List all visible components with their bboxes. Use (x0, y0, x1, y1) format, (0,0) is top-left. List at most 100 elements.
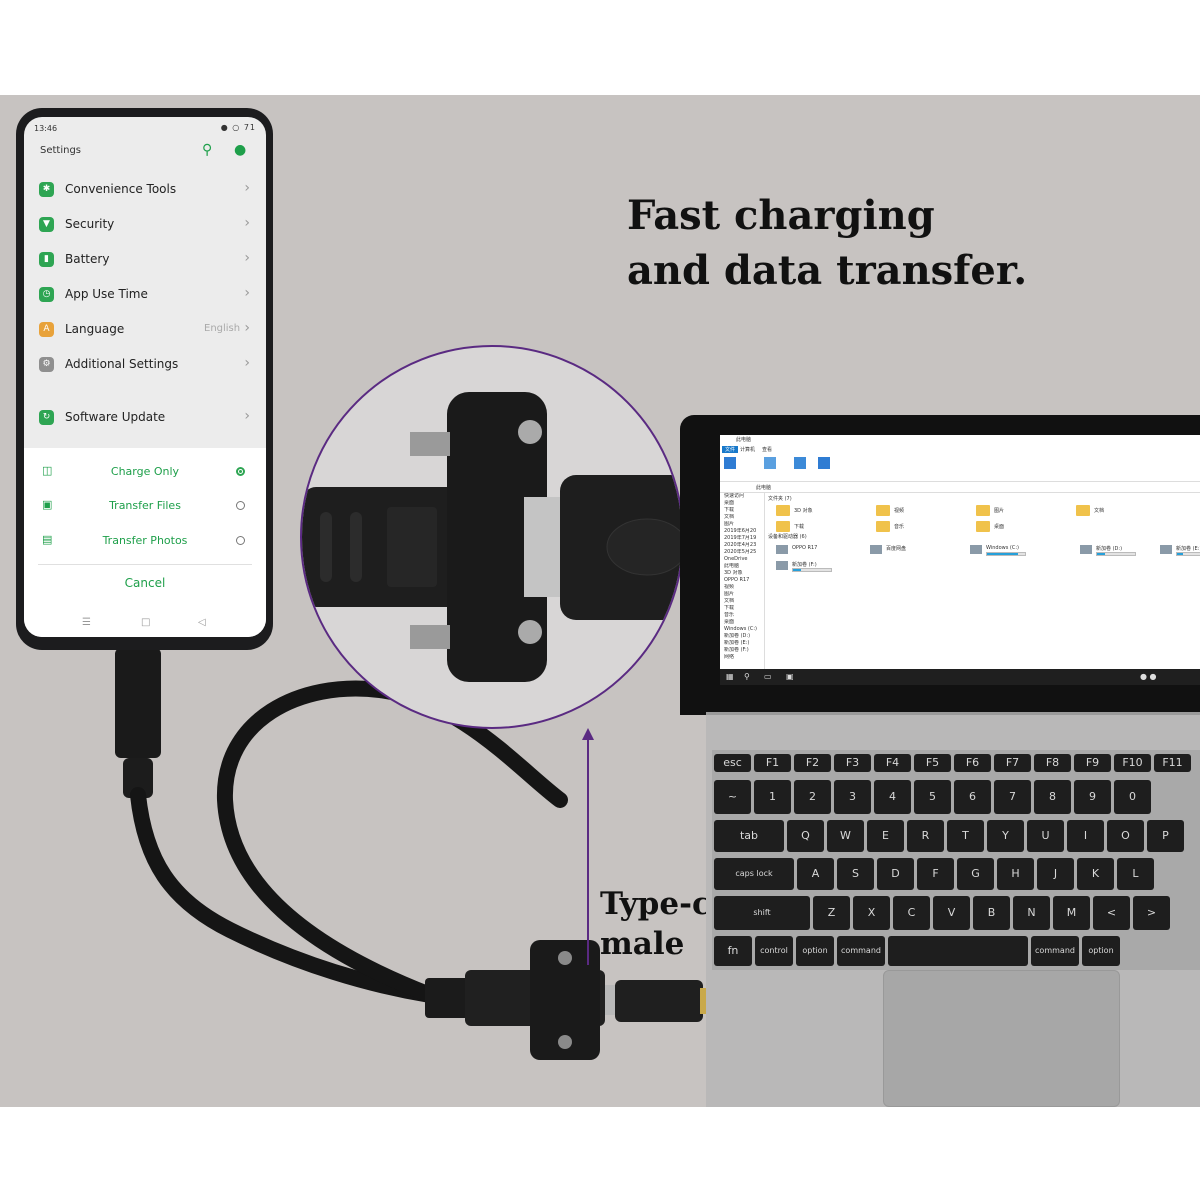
nav-pane-item[interactable]: 此电脑 (724, 563, 740, 569)
keyboard-key[interactable]: O (1107, 820, 1144, 852)
task-view-icon[interactable]: ▭ (764, 672, 772, 681)
keyboard-key[interactable]: < (1093, 896, 1130, 930)
nav-pane-item[interactable]: 网络 (724, 654, 735, 660)
menu-item-additional-settings[interactable]: ⚙ Additional Settings › (24, 348, 266, 382)
keyboard-key[interactable]: command (837, 936, 885, 966)
keyboard-key[interactable]: esc (714, 754, 751, 772)
keyboard-key[interactable]: option (796, 936, 834, 966)
keyboard-key[interactable]: I (1067, 820, 1104, 852)
folder-label[interactable]: 图片 (994, 508, 1005, 514)
folder-label[interactable]: 3D 对象 (794, 508, 813, 514)
keyboard-key[interactable]: L (1117, 858, 1154, 890)
network-location-icon[interactable] (794, 457, 806, 469)
folder-icon[interactable] (776, 505, 790, 516)
drive-icon[interactable] (970, 545, 982, 554)
keyboard-key[interactable]: 6 (954, 780, 991, 814)
drive-icon[interactable] (1080, 545, 1092, 554)
nav-pane-item[interactable]: OPPO R17 (724, 577, 750, 583)
nav-pane-item[interactable]: 桌面 (724, 500, 735, 506)
keyboard-key[interactable]: 2 (794, 780, 831, 814)
keyboard-key[interactable]: S (837, 858, 874, 890)
map-drive-icon[interactable] (764, 457, 776, 469)
drive-icon[interactable] (776, 545, 788, 554)
folder-icon[interactable] (876, 505, 890, 516)
back-nav-icon[interactable]: ◁ (198, 617, 206, 628)
keyboard-key[interactable]: shift (714, 896, 810, 930)
keyboard-key[interactable]: U (1027, 820, 1064, 852)
nav-pane-item[interactable]: 图片 (724, 591, 735, 597)
microphone-icon[interactable]: ● (234, 142, 247, 158)
keyboard-key[interactable]: 7 (994, 780, 1031, 814)
drive-label[interactable]: OPPO R17 (792, 545, 818, 551)
nav-pane-item[interactable]: 下载 (724, 507, 735, 513)
keyboard-key[interactable]: B (973, 896, 1010, 930)
keyboard-key[interactable]: ~ (714, 780, 751, 814)
keyboard-key[interactable]: 8 (1034, 780, 1071, 814)
trackpad[interactable] (883, 970, 1120, 1107)
nav-pane-item[interactable]: 音乐 (724, 612, 735, 618)
folder-icon[interactable] (1076, 505, 1090, 516)
folder-label[interactable]: 文档 (1094, 508, 1105, 514)
keyboard-key[interactable]: F1 (754, 754, 791, 772)
option-transfer-photos[interactable]: ▤ Transfer Photos (24, 525, 266, 559)
nav-pane-item[interactable]: 2020年4月23 (724, 542, 757, 548)
keyboard-key[interactable]: A (797, 858, 834, 890)
keyboard-key[interactable]: F4 (874, 754, 911, 772)
nav-pane-item[interactable]: 2019年7月19 (724, 535, 757, 541)
keyboard-key[interactable]: E (867, 820, 904, 852)
drive-label[interactable]: 新加卷 (D:) (1096, 546, 1123, 552)
ribbon-tab-view[interactable]: 查看 (762, 447, 773, 453)
nav-pane-item[interactable]: 桌面 (724, 619, 735, 625)
keyboard-key[interactable]: W (827, 820, 864, 852)
keyboard-key[interactable]: F (917, 858, 954, 890)
keyboard-key[interactable]: F11 (1154, 754, 1191, 772)
drive-label[interactable]: 百度网盘 (886, 546, 907, 552)
search-icon[interactable]: ⚲ (202, 142, 213, 158)
folder-icon[interactable] (876, 521, 890, 532)
drive-label[interactable]: 新加卷 (E:) (1176, 546, 1200, 552)
keyboard-key[interactable]: P (1147, 820, 1184, 852)
menu-nav-icon[interactable]: ☰ (82, 617, 91, 628)
properties-icon[interactable] (724, 457, 736, 469)
folder-label[interactable]: 音乐 (894, 524, 905, 530)
keyboard-key[interactable]: 4 (874, 780, 911, 814)
keyboard-key[interactable]: > (1133, 896, 1170, 930)
keyboard-key[interactable]: caps lock (714, 858, 794, 890)
explorer-taskbar-icon[interactable]: ▣ (786, 672, 794, 681)
keyboard-key[interactable]: Z (813, 896, 850, 930)
keyboard-key[interactable]: T (947, 820, 984, 852)
ribbon-tab-file[interactable]: 文件 (722, 446, 739, 453)
start-icon[interactable]: ▦ (726, 672, 734, 681)
nav-pane-item[interactable]: 2019年6月20 (724, 528, 757, 534)
option-transfer-files[interactable]: ▣ Transfer Files (24, 490, 266, 524)
keyboard-key[interactable]: 9 (1074, 780, 1111, 814)
keyboard-key[interactable]: fn (714, 936, 752, 966)
keyboard-key[interactable]: V (933, 896, 970, 930)
menu-item-security[interactable]: ▼ Security › (24, 208, 266, 242)
keyboard-key[interactable]: tab (714, 820, 784, 852)
folder-icon[interactable] (776, 521, 790, 532)
option-charge-only[interactable]: ◫ Charge Only (24, 456, 266, 490)
folder-label[interactable]: 下载 (794, 524, 805, 530)
keyboard-key[interactable]: X (853, 896, 890, 930)
radio-unselected[interactable] (236, 536, 245, 545)
nav-pane-item[interactable]: 下载 (724, 605, 735, 611)
address-bar[interactable]: 此电脑 (720, 482, 1200, 493)
folder-icon[interactable] (976, 505, 990, 516)
nav-pane-item[interactable]: 快速访问 (724, 493, 745, 499)
keyboard-key[interactable]: control (755, 936, 793, 966)
keyboard-key[interactable]: N (1013, 896, 1050, 930)
nav-pane-item[interactable]: 3D 对象 (724, 570, 743, 576)
home-nav-icon[interactable]: □ (141, 617, 151, 628)
keyboard-key[interactable]: D (877, 858, 914, 890)
drive-label[interactable]: Windows (C:) (986, 545, 1019, 551)
keyboard-key[interactable]: M (1053, 896, 1090, 930)
nav-pane-item[interactable]: 文档 (724, 514, 735, 520)
keyboard-key[interactable]: G (957, 858, 994, 890)
keyboard-key[interactable]: F2 (794, 754, 831, 772)
keyboard-key[interactable]: F9 (1074, 754, 1111, 772)
keyboard-key[interactable]: command (1031, 936, 1079, 966)
nav-pane-item[interactable]: 图片 (724, 521, 735, 527)
keyboard-key[interactable]: 3 (834, 780, 871, 814)
keyboard-key[interactable]: F6 (954, 754, 991, 772)
